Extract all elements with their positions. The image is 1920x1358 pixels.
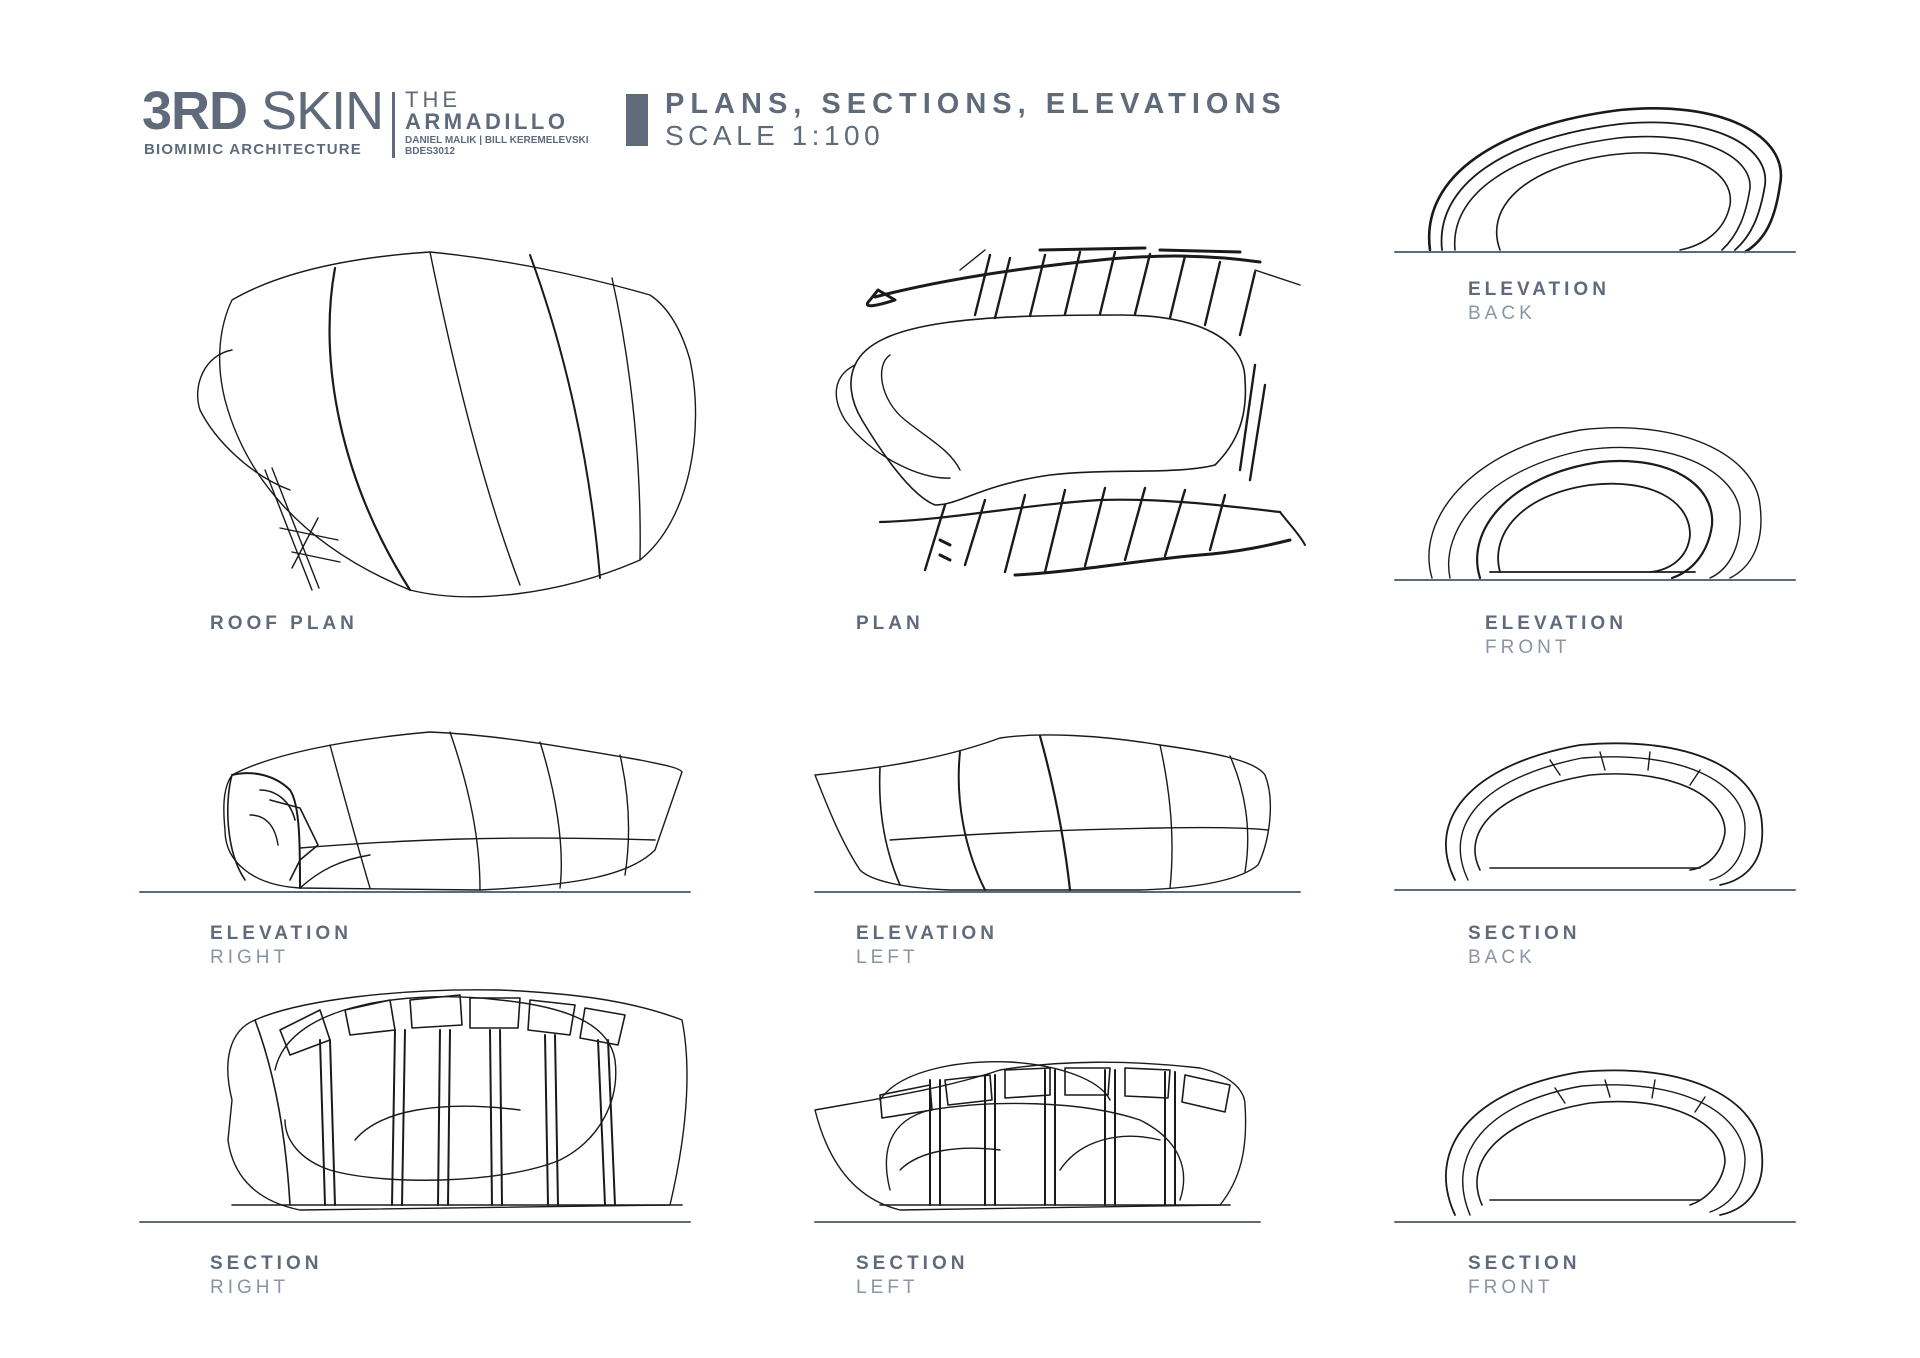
section-left-drawing [815, 1062, 1260, 1222]
elevation-back-drawing [1395, 108, 1795, 252]
project-course: BDES3012 [405, 146, 456, 157]
brand-light: SKIN [261, 81, 384, 141]
label-section-front: SECTION FRONT [1468, 1253, 1581, 1298]
label-roof-plan: ROOF PLAN [210, 613, 358, 634]
header-divider [392, 92, 395, 158]
label-elevation-back: ELEVATION BACK [1468, 279, 1610, 324]
section-right-drawing [140, 990, 690, 1222]
elevation-left-drawing [815, 735, 1300, 892]
elevation-right-drawing [140, 732, 690, 892]
label-plan: PLAN [856, 613, 924, 634]
project-authors: DANIEL MALIK | BILL KEREMELEVSKI [405, 135, 589, 146]
project-title-line2: ARMADILLO [405, 109, 569, 134]
project-title-line1: THE [405, 87, 461, 112]
title-accent-bar [626, 94, 648, 146]
sheet-scale: SCALE 1:100 [665, 120, 885, 151]
brand-bold: 3RD [142, 81, 248, 141]
brand-logo: 3RD SKIN [142, 81, 384, 141]
brand-tagline: BIOMIMIC ARCHITECTURE [144, 141, 362, 158]
label-elevation-front: ELEVATION FRONT [1485, 613, 1627, 658]
label-section-right: SECTION RIGHT [210, 1253, 323, 1298]
label-elevation-left: ELEVATION LEFT [856, 923, 998, 968]
label-section-back: SECTION BACK [1468, 923, 1581, 968]
label-elevation-right: ELEVATION RIGHT [210, 923, 352, 968]
section-front-drawing [1395, 1070, 1795, 1222]
sheet-title: PLANS, SECTIONS, ELEVATIONS [665, 88, 1287, 120]
label-section-left: SECTION LEFT [856, 1253, 969, 1298]
roof-plan-drawing [198, 252, 696, 597]
elevation-front-drawing [1395, 428, 1795, 580]
plan-drawing [836, 248, 1305, 575]
section-back-drawing [1395, 743, 1795, 890]
